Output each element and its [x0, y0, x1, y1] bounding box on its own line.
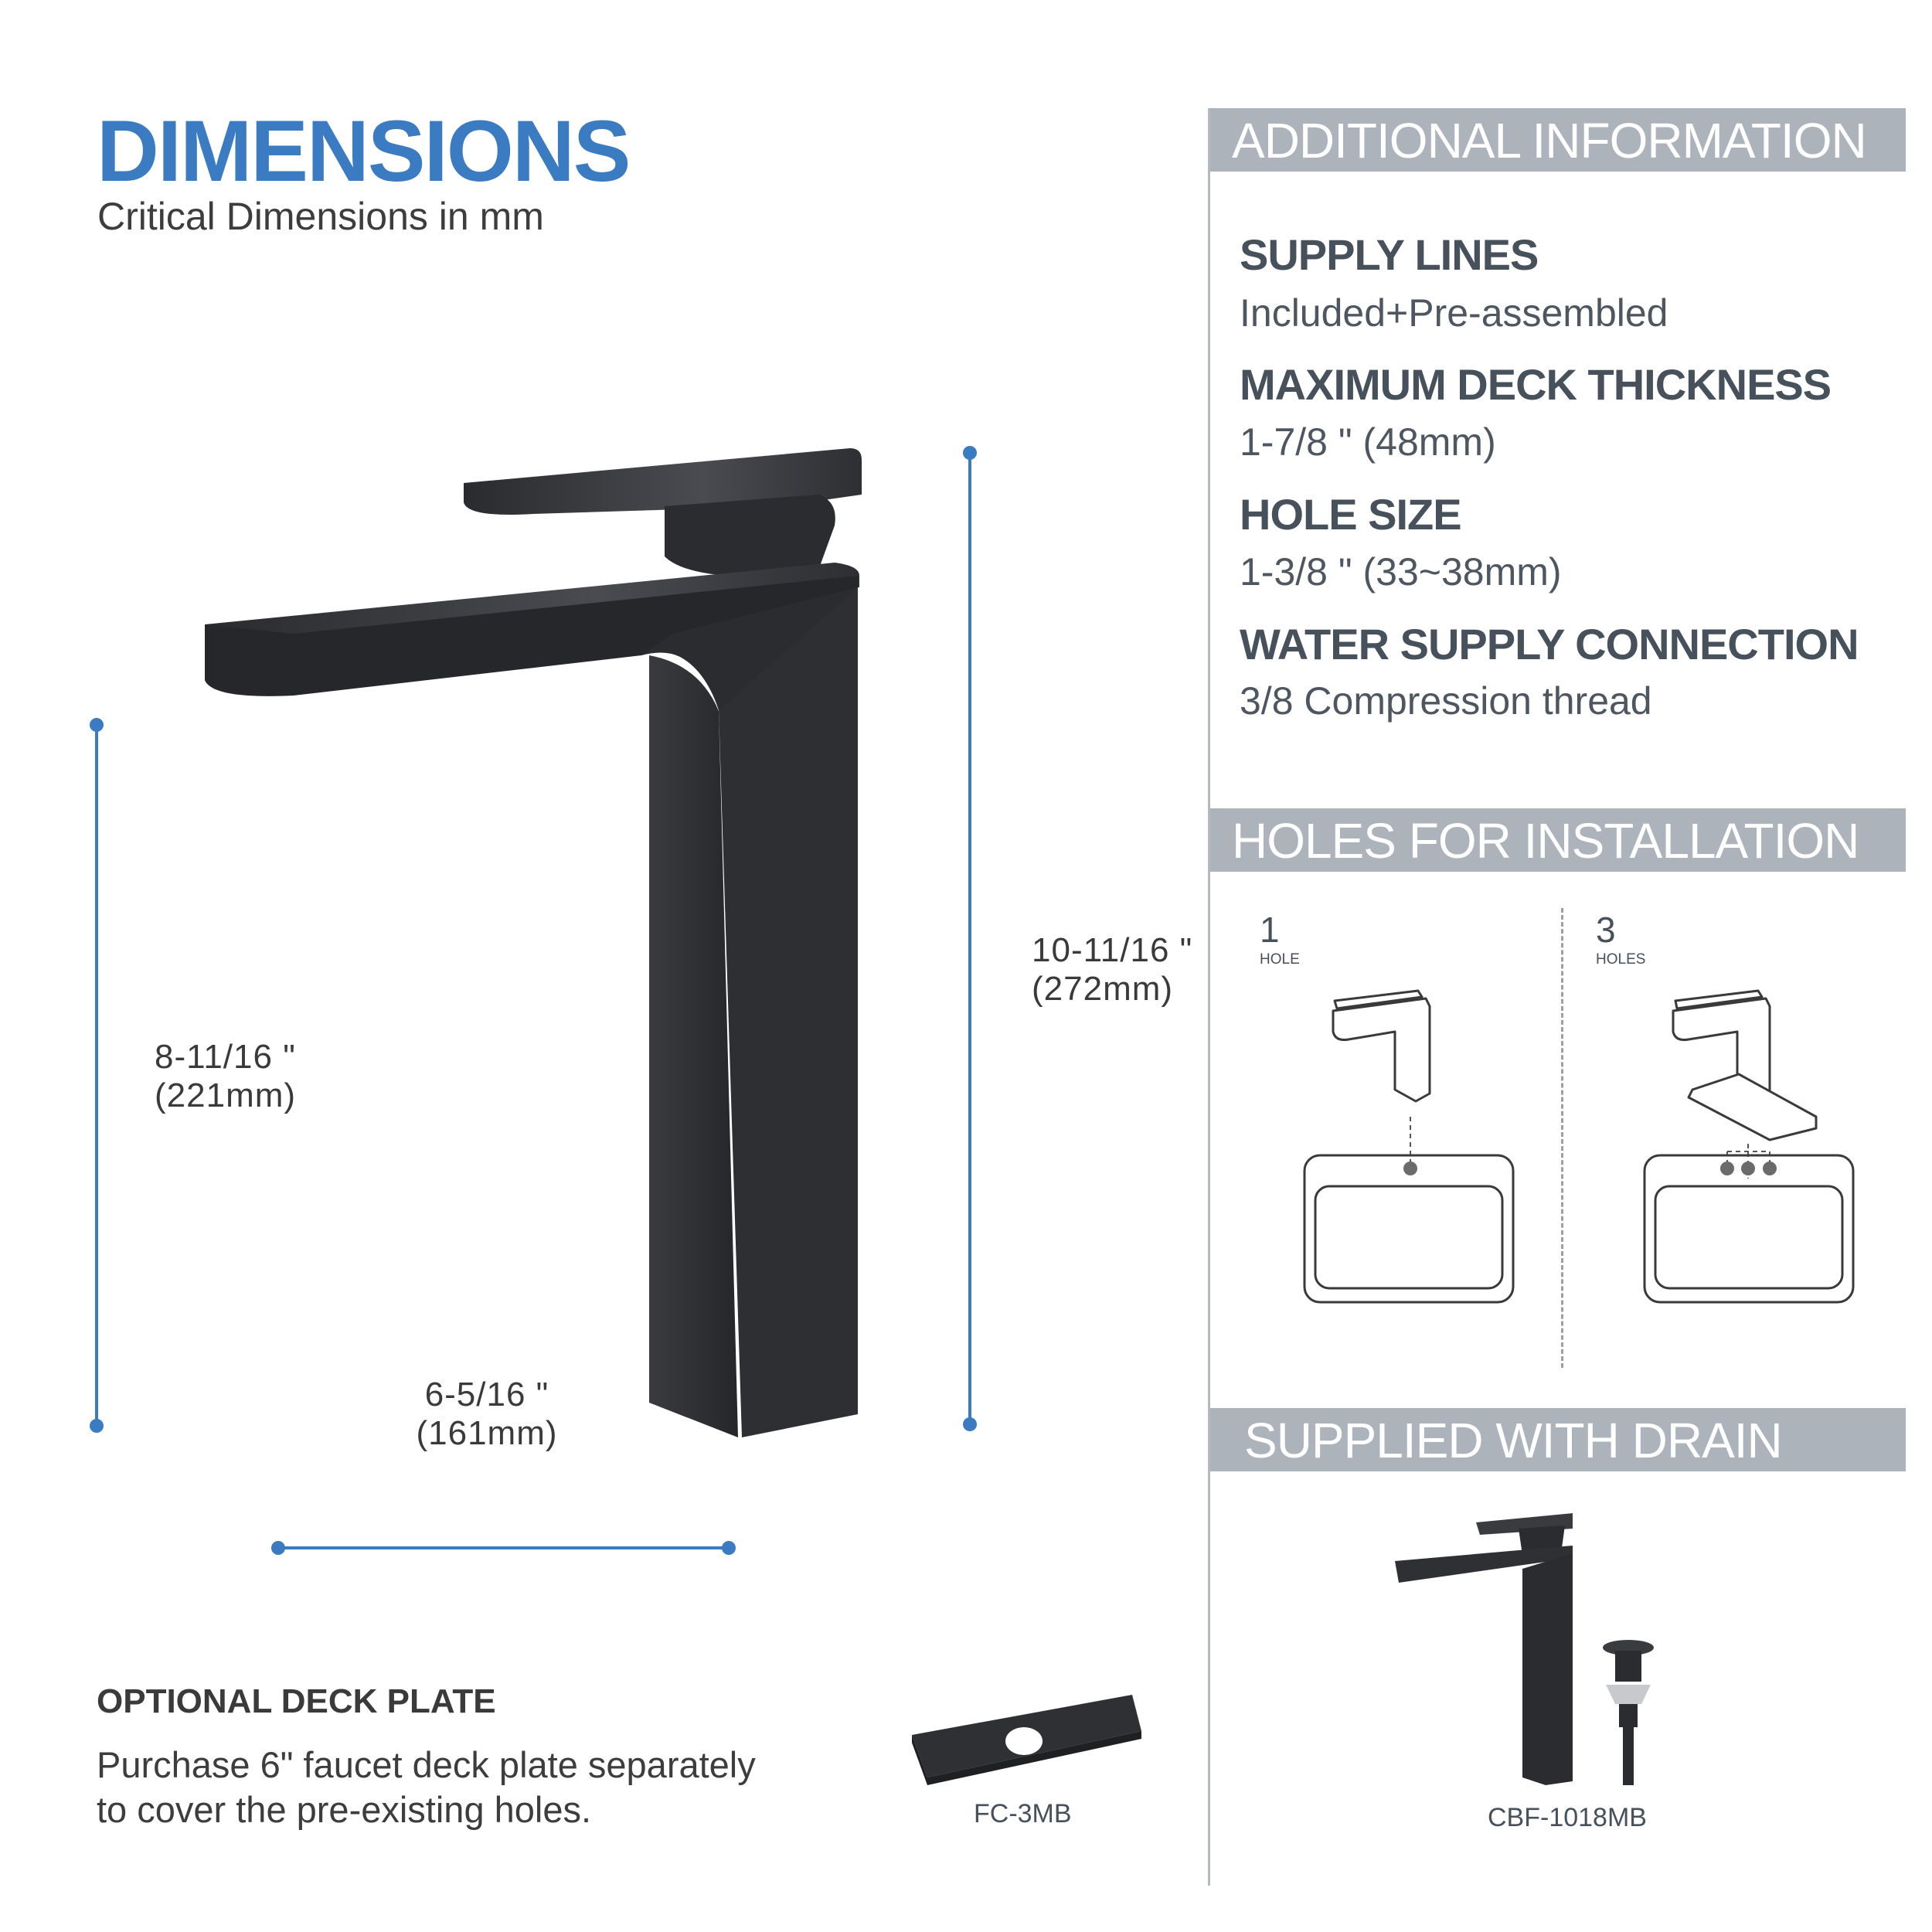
holes-separator: [1561, 908, 1563, 1368]
three-hole-faucet-icon: [1672, 989, 1818, 1141]
section-heading: ADDITIONAL INFORMATION: [1232, 113, 1867, 168]
drain-header: SUPPLIED WITH DRAIN: [1210, 1408, 1906, 1471]
page-title: DIMENSIONS: [97, 103, 631, 199]
hole-label: HOLE: [1260, 951, 1300, 968]
one-hole-sink-icon: [1303, 1154, 1515, 1304]
spec-value: 1-3/8 " (33~38mm): [1240, 550, 1562, 594]
spec-value: Included+Pre-assembled: [1240, 291, 1668, 335]
one-hole-faucet-icon: [1332, 989, 1431, 1103]
hole-option-1: 1 HOLE: [1260, 912, 1300, 967]
vertical-divider: [1208, 108, 1210, 1886]
section-heading: SUPPLIED WITH DRAIN: [1244, 1413, 1783, 1468]
dimension-imperial: 6-5/16 ": [424, 1376, 549, 1413]
dimension-reach: 6-5/16 " (161mm): [413, 1376, 560, 1453]
three-hole-sink-icon: [1643, 1154, 1855, 1304]
spec-label: WATER SUPPLY CONNECTION: [1240, 620, 1859, 668]
deck-plate-sku: FC-3MB: [974, 1799, 1072, 1828]
holes-header: HOLES FOR INSTALLATION: [1210, 808, 1906, 872]
drain-icon: [1603, 1640, 1654, 1785]
drain-sku: CBF-1018MB: [1488, 1803, 1647, 1832]
dimension-total-height: 10-11/16 " (272mm): [1032, 931, 1192, 1009]
faucet-image: [205, 448, 862, 1437]
deck-plate-description: Purchase 6" faucet deck plate separately…: [97, 1743, 756, 1832]
dimension-lines: [90, 446, 977, 1555]
deck-plate-line: Purchase 6" faucet deck plate separately: [97, 1744, 756, 1785]
dimension-metric: (161mm): [416, 1414, 558, 1452]
dimension-metric: (221mm): [155, 1077, 297, 1114]
hole-count: 3: [1596, 910, 1616, 950]
holes-diagram: [1303, 989, 1855, 1304]
hole-label: HOLES: [1596, 951, 1646, 968]
deck-plate-image: [912, 1695, 1141, 1785]
spec-value: 3/8 Compression thread: [1240, 679, 1652, 723]
dimension-metric: (272mm): [1032, 970, 1174, 1008]
deck-plate-heading: OPTIONAL DECK PLATE: [97, 1682, 496, 1720]
spec-label: SUPPLY LINES: [1240, 230, 1539, 279]
deck-plate-line: to cover the pre-existing holes.: [97, 1789, 592, 1830]
hole-option-3: 3 HOLES: [1596, 912, 1645, 967]
additional-info-header: ADDITIONAL INFORMATION: [1210, 108, 1906, 172]
dimension-spout-height: 8-11/16 " (221mm): [155, 1038, 296, 1115]
dimension-imperial: 8-11/16 ": [155, 1038, 296, 1076]
spec-label: MAXIMUM DECK THICKNESS: [1240, 360, 1832, 409]
hole-count: 1: [1260, 910, 1280, 950]
spec-value: 1-7/8 " (48mm): [1240, 420, 1496, 464]
spec-label: HOLE SIZE: [1240, 490, 1462, 539]
page-subtitle: Critical Dimensions in mm: [97, 195, 544, 238]
dimension-imperial: 10-11/16 ": [1032, 931, 1193, 969]
section-heading: HOLES FOR INSTALLATION: [1232, 813, 1859, 869]
faucet-with-drain-image: [1395, 1513, 1654, 1785]
